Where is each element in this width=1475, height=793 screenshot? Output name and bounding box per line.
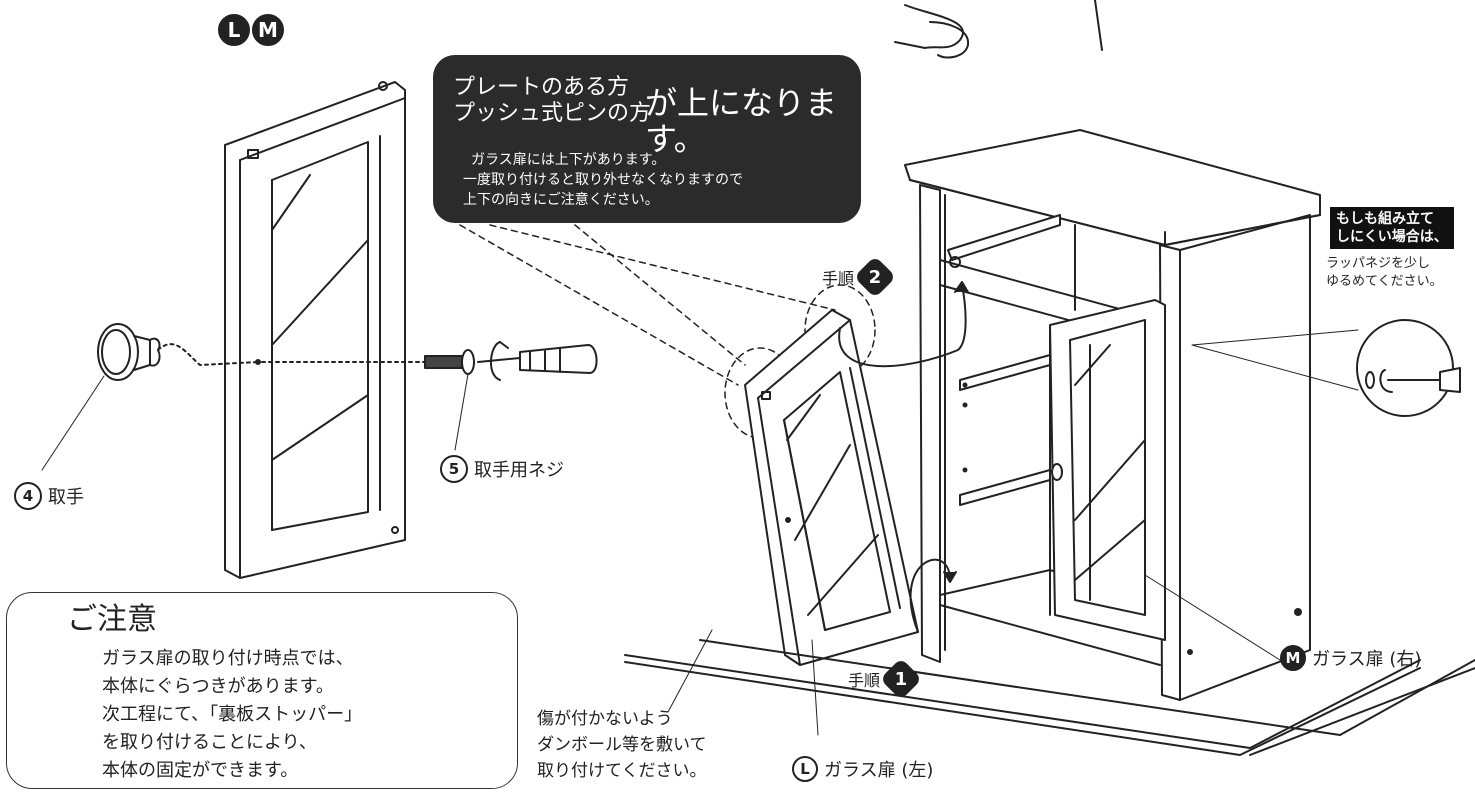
screw-magnifier (1191, 319, 1461, 417)
floor-outline (624, 629, 1475, 756)
door-left-text: ガラス扉 (左) (824, 760, 934, 781)
floor-note-1: 傷が付かないよう (537, 709, 673, 729)
knob-part (41, 323, 259, 471)
floor-note-2: ダンボール等を敷いて (537, 735, 707, 755)
step-2-prefix: 手順 (822, 269, 855, 288)
step-1-prefix: 手順 (848, 671, 881, 690)
panel-pin-side: プッシュ式ピンの方 (453, 101, 652, 126)
caution-line-1: ガラス扉の取り付け時点では、 (102, 648, 354, 669)
tip-body-1: ラッパネジを少し (1326, 256, 1431, 271)
step-2-badge: 2 (853, 255, 897, 299)
hand-icon (894, 0, 1103, 59)
door-left-badge: L (792, 756, 818, 782)
knob-label: 4 取手 (14, 482, 84, 510)
door-badge-lm: L M (218, 14, 284, 46)
screw-number: 5 (440, 455, 468, 483)
door-right-label: M ガラス扉 (右) (1280, 645, 1421, 671)
floor-note-3: 取り付けてください。 (537, 761, 707, 781)
caution-body: ガラス扉の取り付け時点では、 本体にぐらつきがあります。 次工程にて、「裏板スト… (102, 645, 362, 785)
step-2: 手順 2 (822, 255, 897, 299)
badge-m: M (252, 14, 284, 46)
floor-note: 傷が付かないよう ダンボール等を敷いて 取り付けてください。 (537, 706, 707, 784)
step-1-badge: 1 (879, 657, 923, 701)
door-left-label: L ガラス扉 (左) (792, 756, 933, 782)
badge-l: L (218, 14, 250, 46)
knob-number: 4 (14, 482, 42, 510)
cabinet-body (838, 129, 1321, 701)
caution-title: ご注意 (67, 602, 157, 637)
tip-title: もしも組み立て しにくい場合は、 (1330, 207, 1454, 249)
panel-callout-lines (459, 224, 876, 439)
door-right-text: ガラス扉 (右) (1312, 649, 1422, 670)
tip-title-2: しにくい場合は、 (1336, 229, 1448, 245)
caution-line-3: 次工程にて、「裏板ストッパー」 (102, 704, 363, 725)
knob-text: 取手 (48, 487, 84, 508)
step-1: 手順 1 (848, 657, 923, 701)
screw-text: 取手用ネジ (474, 460, 564, 481)
step-1-number: 1 (894, 668, 908, 690)
orientation-panel: プレートのある方 プッシュ式ピンの方 が上になります。 ガラス扉には上下がありま… (433, 55, 861, 223)
door-front-view (224, 81, 406, 579)
step-2-number: 2 (868, 266, 882, 288)
panel-body-3: 上下の向きにご注意ください。 (463, 192, 659, 208)
caution-line-5: 本体の固定ができます。 (102, 760, 299, 781)
panel-headline: が上になります。 (645, 84, 838, 158)
tip-body: ラッパネジを少し ゆるめてください。 (1326, 255, 1454, 291)
caution-line-4: を取り付けることにより、 (102, 732, 317, 753)
panel-plate-side: プレートのある方 (453, 75, 630, 100)
screw-and-screwdriver (261, 341, 598, 451)
door-right-badge: M (1280, 645, 1306, 671)
tip-body-2: ゆるめてください。 (1326, 274, 1443, 289)
tip-block: もしも組み立て しにくい場合は、 ラッパネジを少し ゆるめてください。 (1326, 207, 1454, 291)
caution-line-2: 本体にぐらつきがあります。 (102, 676, 334, 697)
caution-box: ご注意 ガラス扉の取り付け時点では、 本体にぐらつきがあります。 次工程にて、「… (6, 592, 518, 789)
panel-body-1: ガラス扉には上下があります。 (471, 152, 666, 168)
screw-label: 5 取手用ネジ (440, 455, 564, 483)
tip-title-1: もしも組み立て (1336, 211, 1434, 227)
panel-body-2: 一度取り付けると取り外せなくなりますので (463, 172, 743, 188)
